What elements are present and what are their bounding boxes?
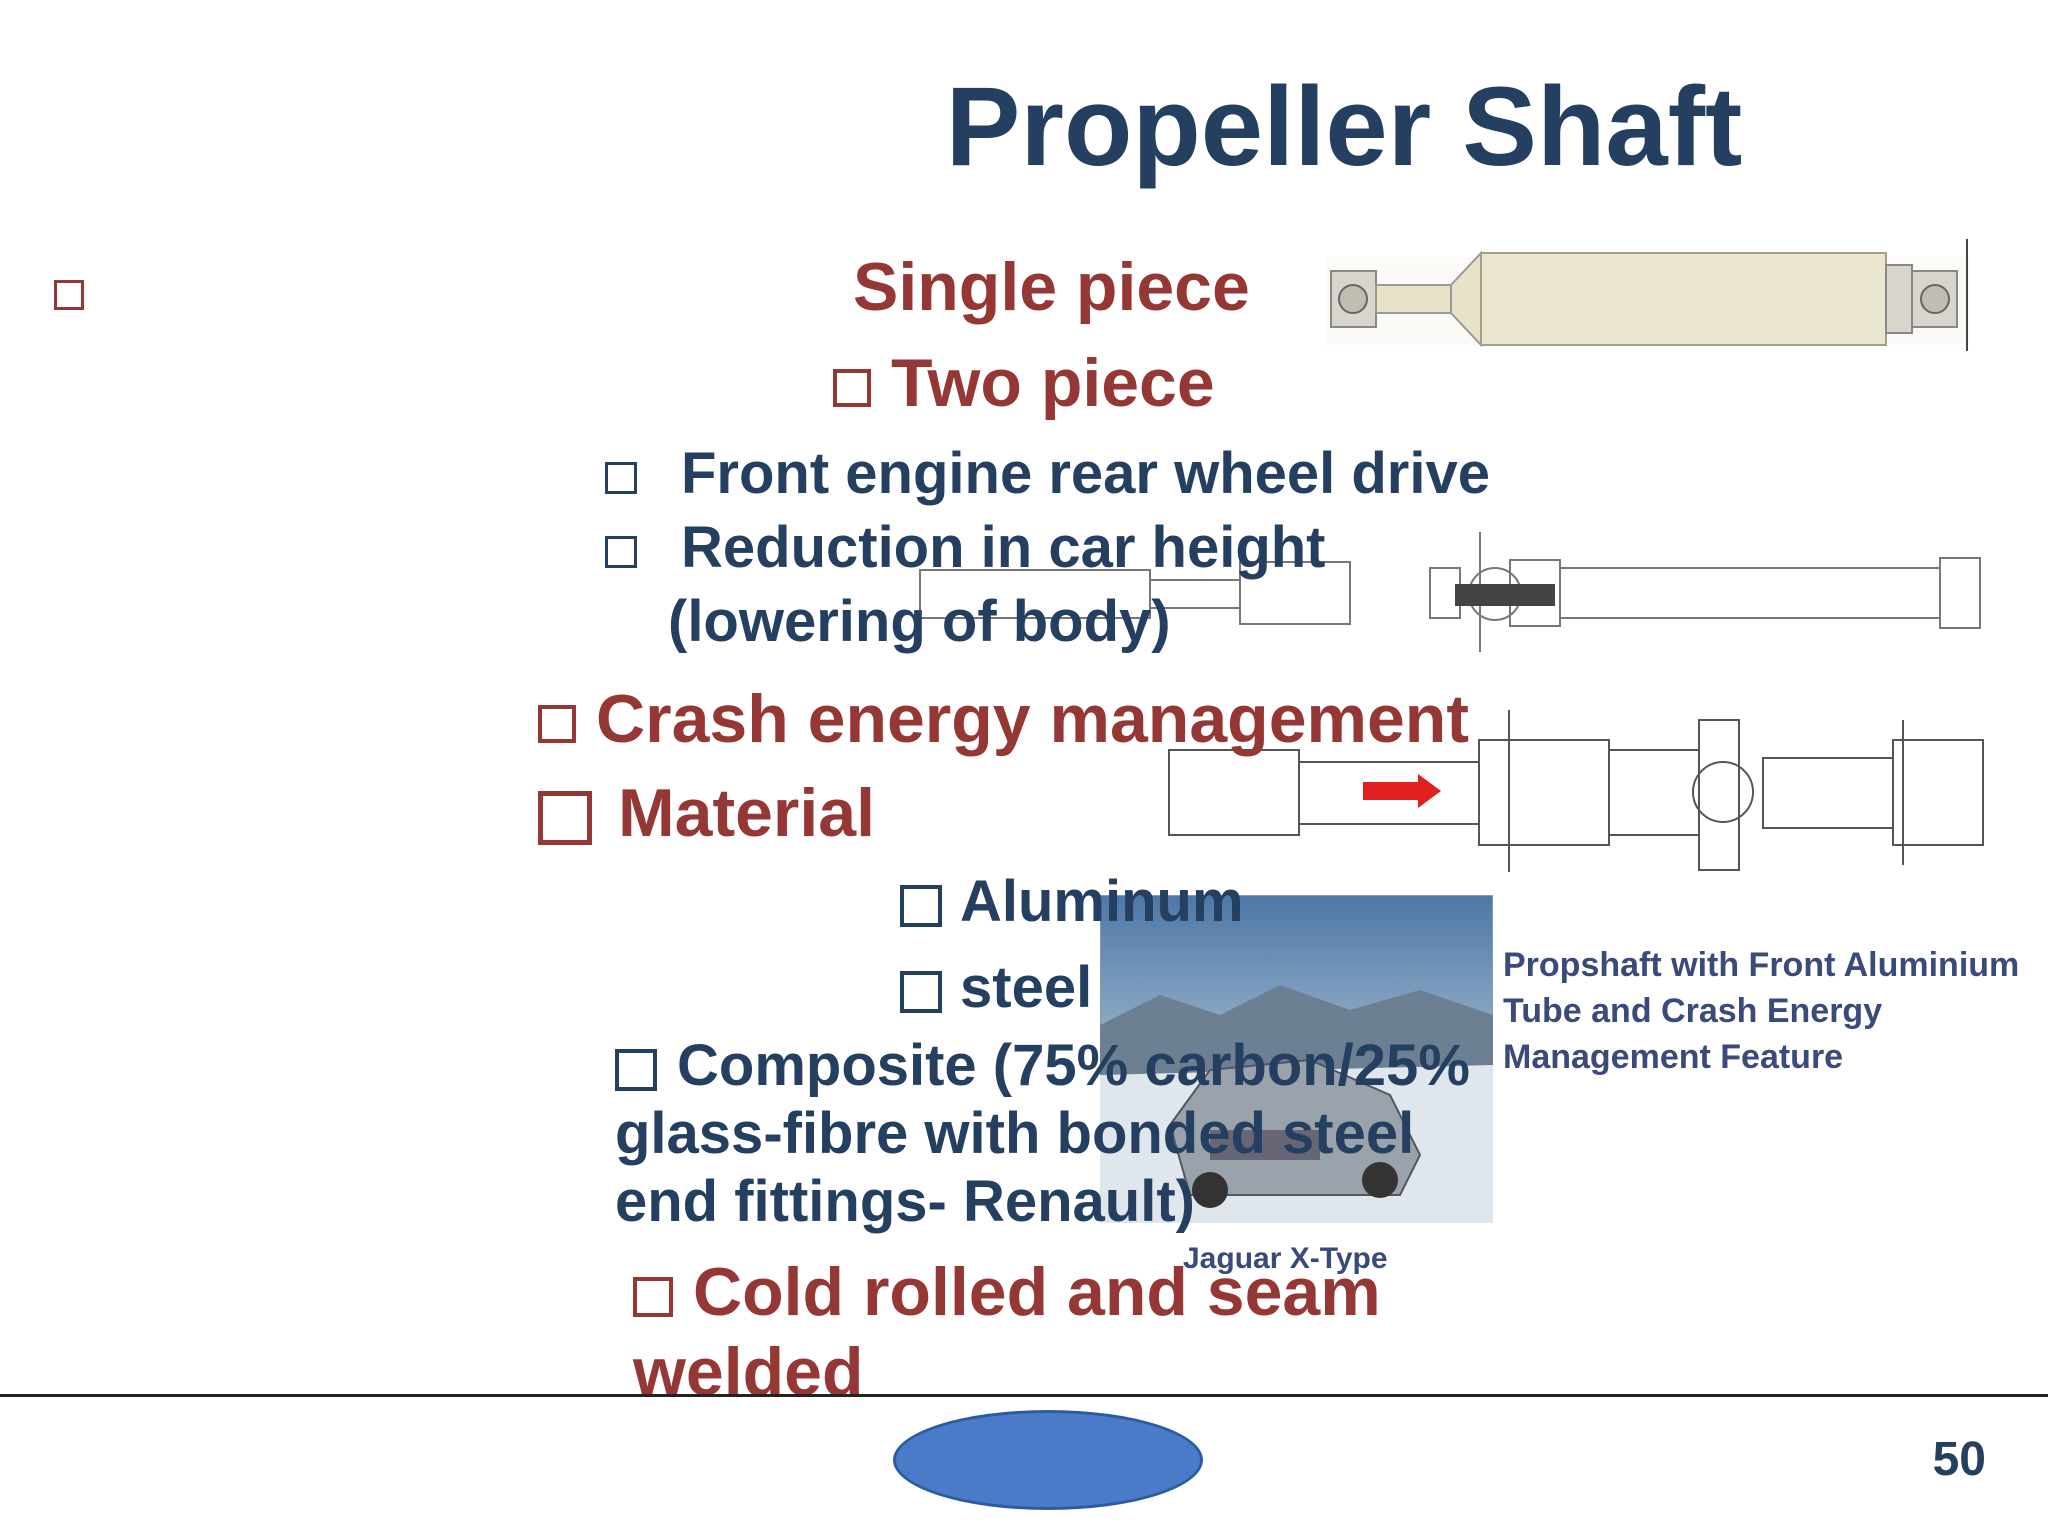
jaguar-caption: Jaguar X-Type <box>1183 1242 1388 1275</box>
bullet-box-icon <box>900 970 942 1013</box>
caption-line: Propshaft with Front Aluminium <box>1503 946 2020 984</box>
bullet-box-icon <box>605 461 637 494</box>
page-number: 50 <box>1932 1433 1986 1486</box>
bullet-composite: Composite (75% carbon/25% glass-fibre wi… <box>615 1032 1470 1236</box>
bullet-front-engine: Front engine rear wheel drive <box>605 440 1490 507</box>
composite-line-1: Composite (75% carbon/25% <box>615 1032 1470 1100</box>
bullet-box-icon <box>54 280 84 310</box>
bullet-single-piece: Single piece <box>853 249 1250 325</box>
bullet-material: Material <box>538 774 875 852</box>
caption-line: Tube and Crash Energy <box>1503 992 1883 1030</box>
footer-divider <box>0 1394 2048 1397</box>
bullet-lowering: (lowering of body) <box>668 589 1171 654</box>
empty-bullet <box>54 280 84 310</box>
cold-rolled-line-1: Cold rolled and seam <box>633 1252 1381 1332</box>
single-piece-shaft-image <box>1325 239 1970 351</box>
bullet-reduction: Reduction in car height <box>605 514 1326 581</box>
bullet-box-icon <box>605 535 637 568</box>
propshaft-caption: Propshaft with Front Aluminium Tube and … <box>1503 942 2019 1080</box>
two-piece-shaft-image <box>919 532 1981 652</box>
bullet-box-icon <box>538 705 576 744</box>
bullet-box-icon <box>833 369 871 408</box>
cold-rolled-line-2: welded <box>633 1334 864 1410</box>
slide-title: Propeller Shaft <box>945 64 1743 189</box>
bullet-box-icon <box>615 1048 657 1091</box>
ellipse-shape <box>893 1410 1203 1510</box>
bullet-crash-energy: Crash energy management <box>538 680 1469 758</box>
composite-line-2: glass-fibre with bonded steel <box>615 1101 1415 1166</box>
bullet-two-piece: Two piece <box>833 344 1215 422</box>
jaguar-car-photo <box>1100 895 1493 1223</box>
bullet-steel: steel <box>900 954 1092 1021</box>
composite-line-3: end fittings- Renault) <box>615 1169 1195 1234</box>
bullet-box-icon <box>900 884 942 927</box>
caption-line: Management Feature <box>1503 1038 1844 1076</box>
bullet-box-icon <box>538 791 592 846</box>
bullet-box-icon <box>633 1277 673 1318</box>
bullet-cold-rolled: Cold rolled and seam welded <box>633 1252 1381 1412</box>
crash-energy-shaft-image <box>1168 710 1984 872</box>
bullet-aluminum: Aluminum <box>900 868 1244 935</box>
